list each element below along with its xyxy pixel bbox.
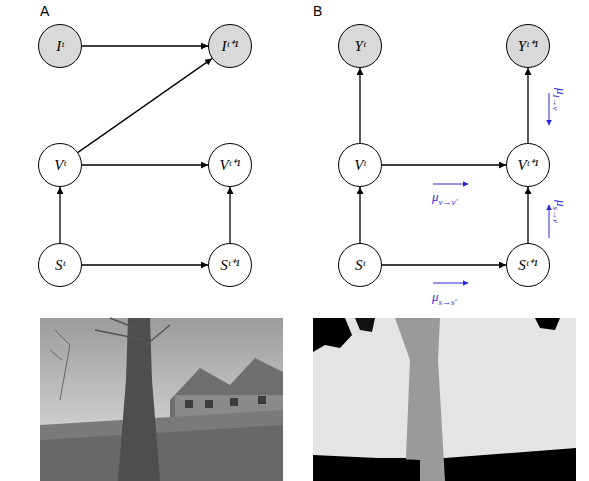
dependency-arrow <box>82 45 208 46</box>
dependency-arrow <box>59 187 60 243</box>
message-label: μv→v′ <box>432 190 458 207</box>
message-label: μI→v <box>551 88 568 111</box>
panel-label: B <box>313 4 322 18</box>
message-label: μs→s′ <box>432 290 457 307</box>
latent-variable: Sᵗ⁺¹ <box>506 243 550 287</box>
observed-variable: Iᵗ <box>38 24 82 68</box>
variable-name: Vᵗ <box>354 158 366 173</box>
dependency-arrow <box>527 187 528 243</box>
message-label: μs→v <box>551 200 568 223</box>
variable-name: Sᵗ⁺¹ <box>220 258 240 273</box>
segmentation-map <box>313 318 576 481</box>
latent-variable: Sᵗ⁺¹ <box>208 243 252 287</box>
panel-label: A <box>40 4 49 18</box>
variable-name: Yᵗ⁺¹ <box>518 39 538 54</box>
dependency-arrow <box>359 68 360 143</box>
latent-variable: Vᵗ <box>338 143 382 187</box>
variable-name: Sᵗ⁺¹ <box>518 258 538 273</box>
variable-name: Vᵗ <box>54 158 66 173</box>
observed-variable: Yᵗ⁺¹ <box>506 24 550 68</box>
variable-name: Yᵗ <box>355 39 366 54</box>
dependency-arrow <box>382 264 506 265</box>
dependency-arrow <box>527 68 528 143</box>
variable-name: Iᵗ <box>56 39 64 54</box>
photo <box>40 318 283 481</box>
latent-variable: Vᵗ⁺¹ <box>506 143 550 187</box>
variable-name: Iᵗ⁺¹ <box>221 39 238 54</box>
dependency-arrow <box>229 187 230 243</box>
dependency-arrow <box>359 187 360 243</box>
dependency-arrow <box>78 59 212 153</box>
dependency-arrow <box>382 164 506 165</box>
observed-variable: Iᵗ⁺¹ <box>208 24 252 68</box>
variable-name: Sᵗ <box>355 258 365 273</box>
latent-variable: Sᵗ <box>38 243 82 287</box>
variable-name: Vᵗ⁺¹ <box>517 158 538 173</box>
dependency-arrow <box>82 164 208 165</box>
latent-variable: Vᵗ⁺¹ <box>208 143 252 187</box>
variable-name: Sᵗ <box>55 258 65 273</box>
variable-name: Vᵗ⁺¹ <box>219 158 240 173</box>
latent-variable: Sᵗ <box>338 243 382 287</box>
dependency-arrow <box>82 264 208 265</box>
latent-variable: Vᵗ <box>38 143 82 187</box>
observed-variable: Yᵗ <box>338 24 382 68</box>
